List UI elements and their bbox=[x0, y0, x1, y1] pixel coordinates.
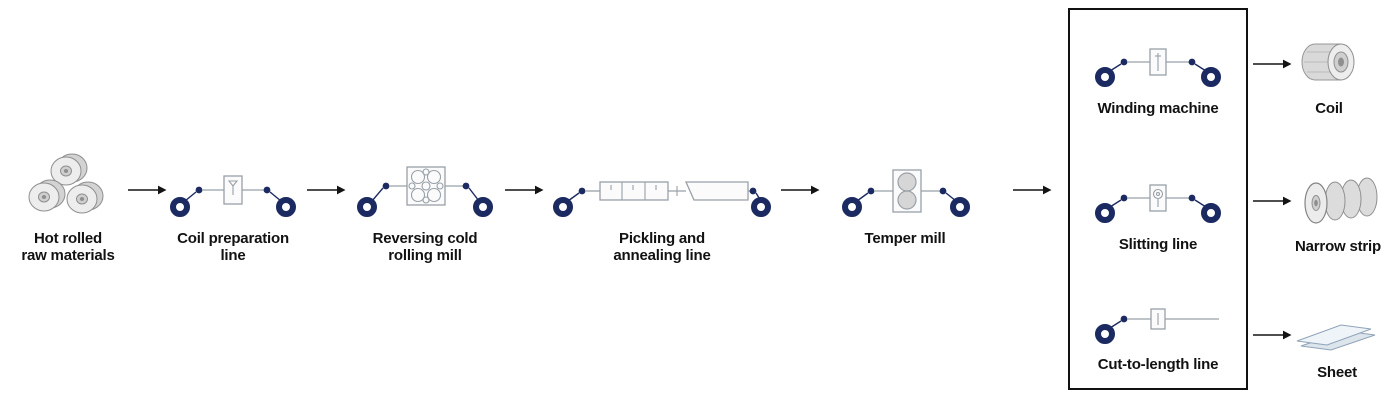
finishing-line-label-slitting-line: Slitting line bbox=[1118, 236, 1198, 253]
flow-arrow bbox=[781, 185, 820, 195]
flow-arrow bbox=[128, 185, 167, 195]
output-coil: Coil bbox=[1294, 34, 1364, 117]
finishing-line-cut-to-length-line: Cut-to-length line bbox=[1070, 308, 1246, 373]
stage-label-temper-mill: Temper mill bbox=[864, 230, 946, 247]
output-sheet: Sheet bbox=[1292, 314, 1382, 381]
pickling-and-annealing-line-icon bbox=[553, 181, 771, 217]
stage-label-hot-rolled-raw-materials: Hot rolled raw materials bbox=[21, 230, 115, 265]
output-label-sheet: Sheet bbox=[1317, 364, 1357, 381]
finishing-line-label-winding-machine: Winding machine bbox=[1097, 100, 1219, 117]
flow-arrow bbox=[1013, 185, 1052, 195]
stage-hot-rolled-raw-materials: Hot rolled raw materials bbox=[8, 148, 128, 264]
hot-rolled-coils-icon bbox=[28, 153, 104, 214]
stage-coil-preparation-line: Coil preparation line bbox=[166, 170, 300, 264]
coil-preparation-line-icon bbox=[170, 175, 296, 217]
flow-arrow bbox=[505, 185, 544, 195]
output-arrow-narrow-strip bbox=[1253, 196, 1292, 206]
finishing-line-slitting-line: Slitting line bbox=[1070, 182, 1246, 253]
output-label-narrow-strip: Narrow strip bbox=[1295, 238, 1381, 255]
stage-temper-mill: Temper mill bbox=[840, 168, 970, 247]
slitting-line-icon bbox=[1095, 184, 1221, 223]
stage-label-coil-preparation-line: Coil preparation line bbox=[177, 230, 289, 265]
narrow-strip-icon bbox=[1304, 177, 1378, 224]
winding-machine-icon bbox=[1095, 48, 1221, 87]
output-arrow-coil bbox=[1253, 59, 1292, 69]
stage-reversing-cold-rolling-mill: Reversing cold rolling mill bbox=[352, 160, 498, 264]
output-label-coil: Coil bbox=[1315, 100, 1343, 117]
output-arrow-sheet bbox=[1253, 330, 1292, 340]
coil-output-icon bbox=[1301, 43, 1355, 81]
finishing-line-label-cut-to-length-line: Cut-to-length line bbox=[1097, 356, 1219, 373]
temper-mill-icon bbox=[842, 169, 970, 217]
finishing-lines-box: Winding machine Slitting line bbox=[1068, 8, 1248, 390]
flow-arrow bbox=[307, 185, 346, 195]
stage-label-reversing-cold-rolling-mill: Reversing cold rolling mill bbox=[372, 230, 478, 265]
reversing-cold-rolling-mill-icon bbox=[357, 166, 493, 217]
finishing-line-winding-machine: Winding machine bbox=[1070, 46, 1246, 117]
stage-pickling-and-annealing-line: Pickling and annealing line bbox=[550, 172, 774, 264]
stage-label-pickling-and-annealing-line: Pickling and annealing line bbox=[613, 230, 711, 265]
sheet-output-icon bbox=[1296, 324, 1376, 351]
cut-to-length-line-icon bbox=[1095, 308, 1219, 344]
output-narrow-strip: Narrow strip bbox=[1286, 172, 1390, 255]
